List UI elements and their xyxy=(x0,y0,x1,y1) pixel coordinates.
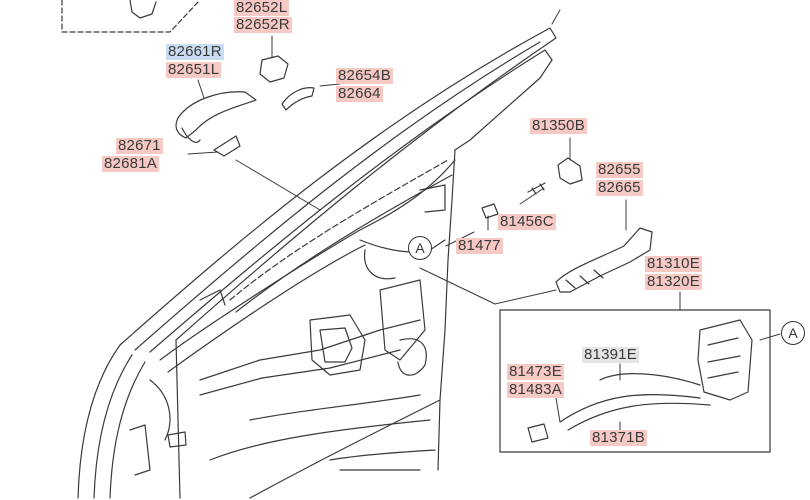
part-82661-outer-handle xyxy=(175,91,257,139)
reference-marker-a-door: A xyxy=(408,236,432,260)
label-81473E: 81473E xyxy=(507,363,564,380)
part-82652-clip xyxy=(259,55,289,83)
label-82651L: 82651L xyxy=(166,61,222,78)
part-81473-clip xyxy=(527,423,549,443)
part-82654-cover xyxy=(281,87,315,111)
label-81477: 81477 xyxy=(456,237,503,254)
label-82655: 82655 xyxy=(596,161,643,178)
label-82654B: 82654B xyxy=(336,67,393,84)
latch-group-box xyxy=(499,309,771,453)
part-81371-cable xyxy=(559,393,711,431)
reference-marker-a-latch: A xyxy=(781,321,805,345)
label-82671: 82671 xyxy=(116,137,163,154)
part-82655-inner-handle xyxy=(555,227,653,293)
part-81391-rod xyxy=(599,373,701,386)
part-82671-bracket xyxy=(213,135,241,157)
door-frame xyxy=(77,27,557,499)
label-81456C: 81456C xyxy=(498,213,556,230)
part-81350-striker xyxy=(557,157,583,185)
label-81483A: 81483A xyxy=(507,381,564,398)
label-82664: 82664 xyxy=(336,85,383,102)
label-82665: 82665 xyxy=(596,179,643,196)
label-81320E: 81320E xyxy=(645,273,702,290)
inner-panel-details xyxy=(129,184,446,476)
leader-lines xyxy=(187,9,781,431)
upper-latch-part xyxy=(129,0,157,19)
part-81477-grommet xyxy=(481,203,499,219)
label-82681A: 82681A xyxy=(102,155,159,172)
label-82661R: 82661R xyxy=(166,43,224,60)
label-81371B: 81371B xyxy=(590,429,647,446)
label-81310E: 81310E xyxy=(645,255,702,272)
part-81310-latch xyxy=(697,319,753,401)
label-81350B: 81350B xyxy=(530,117,587,134)
label-81391E: 81391E xyxy=(582,346,639,363)
label-82652R: 82652R xyxy=(234,16,292,33)
label-82652L: 82652L xyxy=(234,0,290,16)
dashed-callout-box xyxy=(61,0,201,33)
